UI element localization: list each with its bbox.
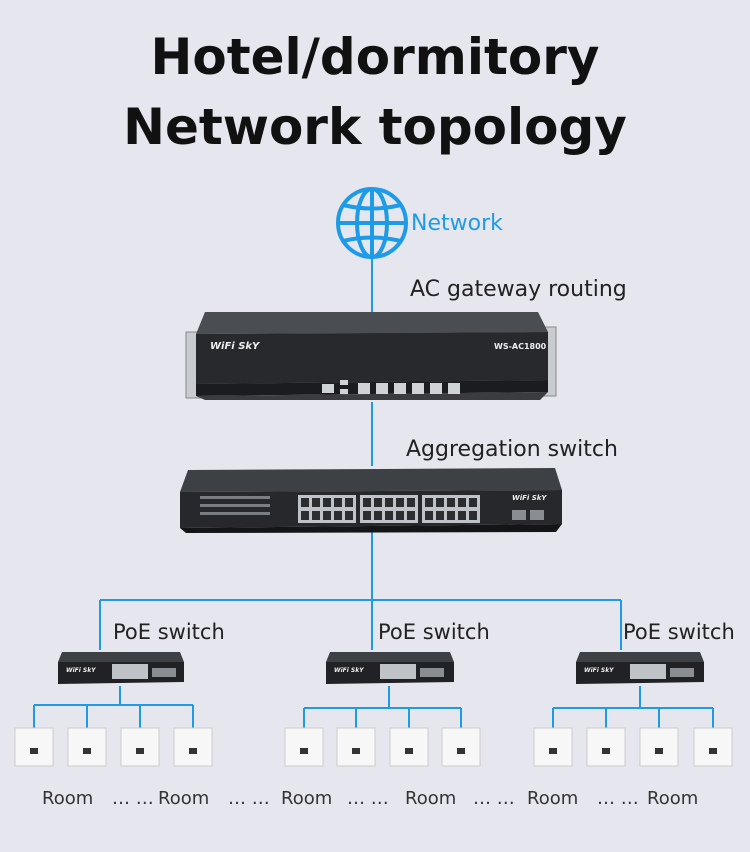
poe-brand-1: WiFi SkY: [66, 667, 96, 674]
aggregation-switch: WiFi SkY: [180, 468, 562, 533]
access-point: [586, 727, 626, 767]
access-point: [533, 727, 573, 767]
gateway-model: WS-AC1800: [494, 342, 547, 351]
access-point: [389, 727, 429, 767]
poe-switch-2: WiFi SkY: [326, 652, 454, 684]
poe-switch-1: WiFi SkY: [58, 652, 184, 684]
room-ellipsis: … …: [112, 788, 154, 809]
access-points: [14, 727, 733, 767]
room-ellipsis: … …: [597, 788, 639, 809]
room-label: Room: [647, 788, 699, 809]
ac-gateway-router: WiFi SkY WS-AC1800: [185, 312, 557, 400]
access-point: [336, 727, 376, 767]
aggregation-switch-label: Aggregation switch: [406, 437, 618, 462]
access-point: [67, 727, 107, 767]
poe-brand-3: WiFi SkY: [584, 667, 614, 674]
room-label: Room: [405, 788, 457, 809]
network-label: Network: [411, 211, 503, 236]
poe-brand-2: WiFi SkY: [334, 667, 364, 674]
poe-switch-3: WiFi SkY: [576, 652, 704, 684]
access-point: [693, 727, 733, 767]
ac-gateway-label: AC gateway routing: [410, 277, 627, 302]
room-label: Room: [158, 788, 210, 809]
access-point: [639, 727, 679, 767]
globe-icon: [336, 187, 408, 259]
uplink-lines: [33, 258, 714, 728]
room-label: Room: [42, 788, 94, 809]
access-point: [441, 727, 481, 767]
room-label: Room: [281, 788, 333, 809]
poe-switch-label-2: PoE switch: [378, 620, 490, 644]
poe-switch-label-3: PoE switch: [623, 620, 735, 644]
aggregation-brand: WiFi SkY: [512, 494, 547, 502]
room-ellipsis: … …: [347, 788, 389, 809]
room-label: Room: [527, 788, 579, 809]
access-point: [173, 727, 213, 767]
access-point: [284, 727, 324, 767]
access-point: [14, 727, 54, 767]
page-title-line-2: Network topology: [123, 98, 627, 156]
poe-switch-label-1: PoE switch: [113, 620, 225, 644]
page-title-line-1: Hotel/dormitory: [150, 28, 600, 86]
room-ellipsis: … …: [228, 788, 270, 809]
access-point: [120, 727, 160, 767]
room-ellipsis: … …: [473, 788, 515, 809]
gateway-brand: WiFi SkY: [210, 341, 261, 352]
